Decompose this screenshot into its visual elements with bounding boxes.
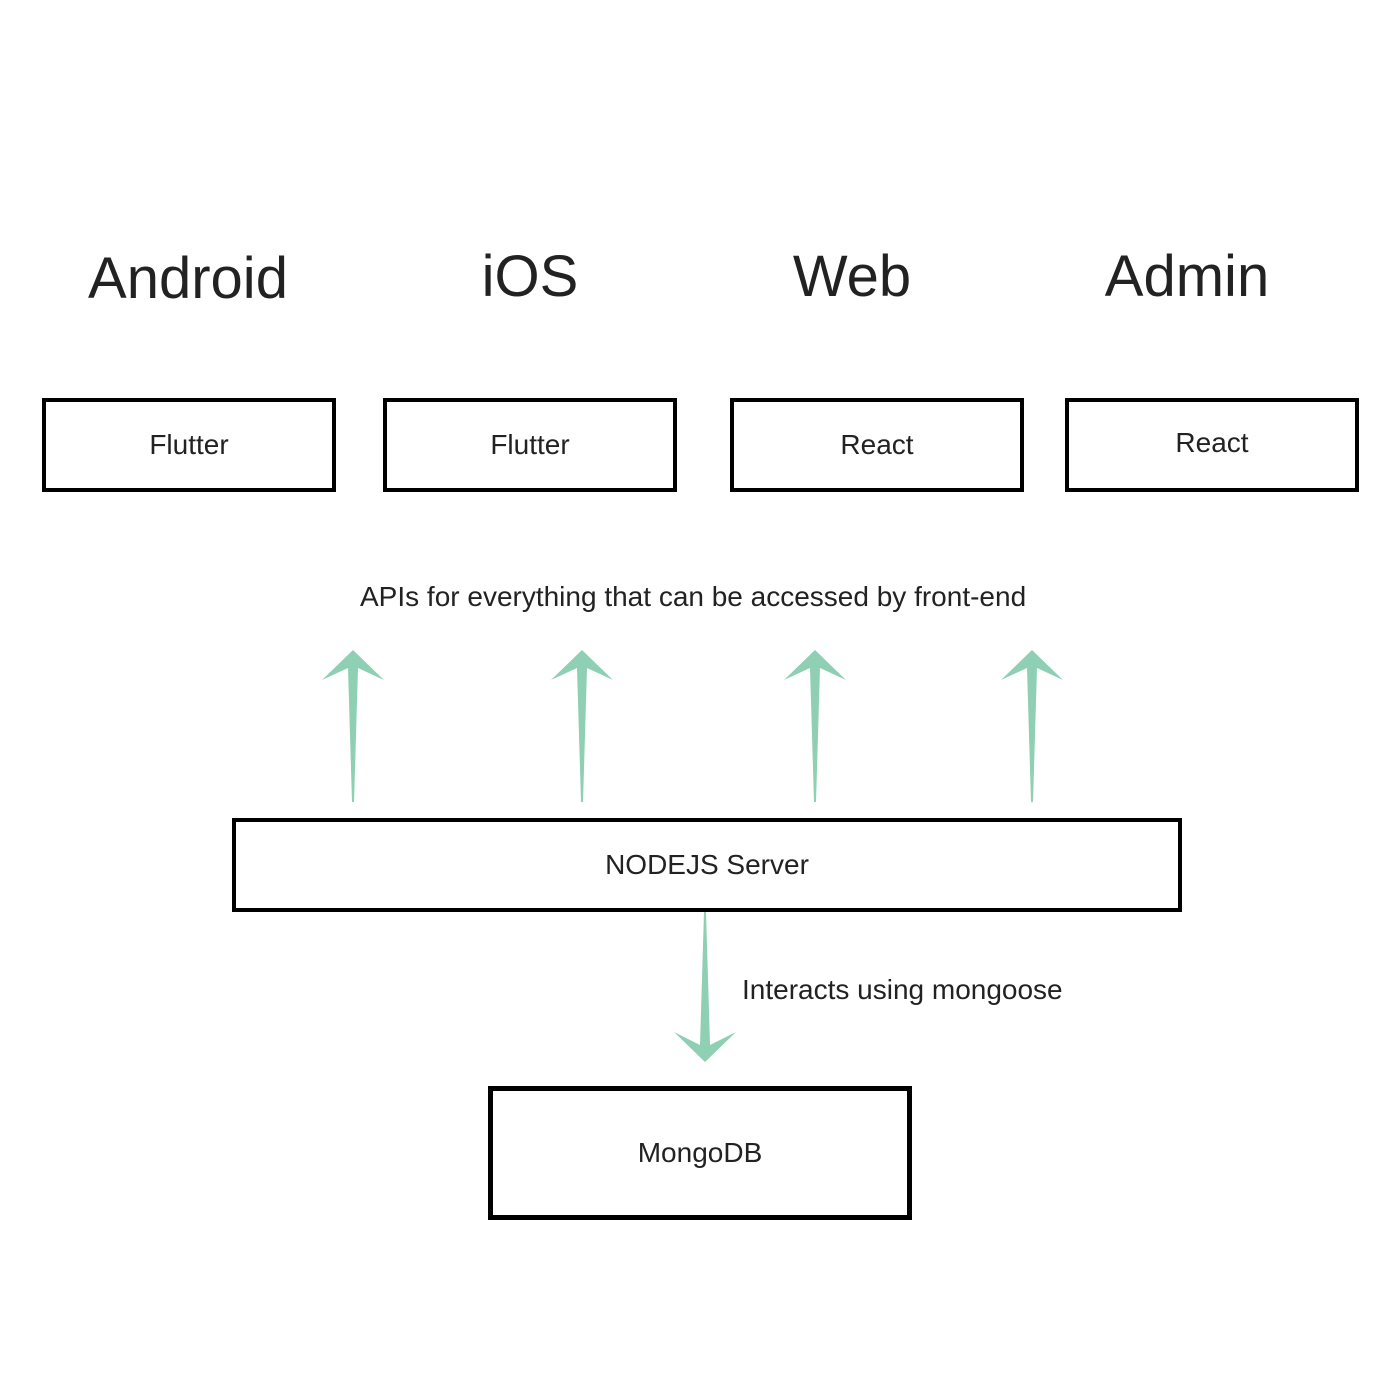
framework-label-ios: Flutter: [490, 429, 570, 460]
framework-label-web: React: [840, 429, 914, 460]
framework-box-android: Flutter: [42, 398, 336, 492]
platform-title-ios: iOS: [481, 244, 579, 309]
down-arrow-db: [674, 912, 736, 1062]
database-box: MongoDB: [488, 1086, 912, 1220]
framework-label-android: Flutter: [149, 429, 229, 460]
up-arrow-web: [784, 650, 846, 802]
database-label: MongoDB: [637, 1137, 763, 1168]
db-link-caption: Interacts using mongoose: [742, 974, 1063, 1005]
up-arrow-android: [322, 650, 384, 802]
api-caption: APIs for everything that can be accessed…: [360, 581, 1027, 612]
framework-box-ios: Flutter: [383, 398, 677, 492]
framework-box-admin: React: [1065, 398, 1359, 492]
server-box: NODEJS Server: [232, 818, 1182, 912]
platform-title-android: Android: [88, 246, 288, 311]
platform-title-admin: Admin: [1104, 244, 1270, 309]
up-arrow-admin: [1001, 650, 1063, 802]
framework-box-web: React: [730, 398, 1024, 492]
platform-title-web: Web: [792, 244, 912, 309]
framework-label-admin: React: [1175, 427, 1249, 458]
server-label: NODEJS Server: [605, 849, 809, 880]
up-arrow-ios: [551, 650, 613, 802]
